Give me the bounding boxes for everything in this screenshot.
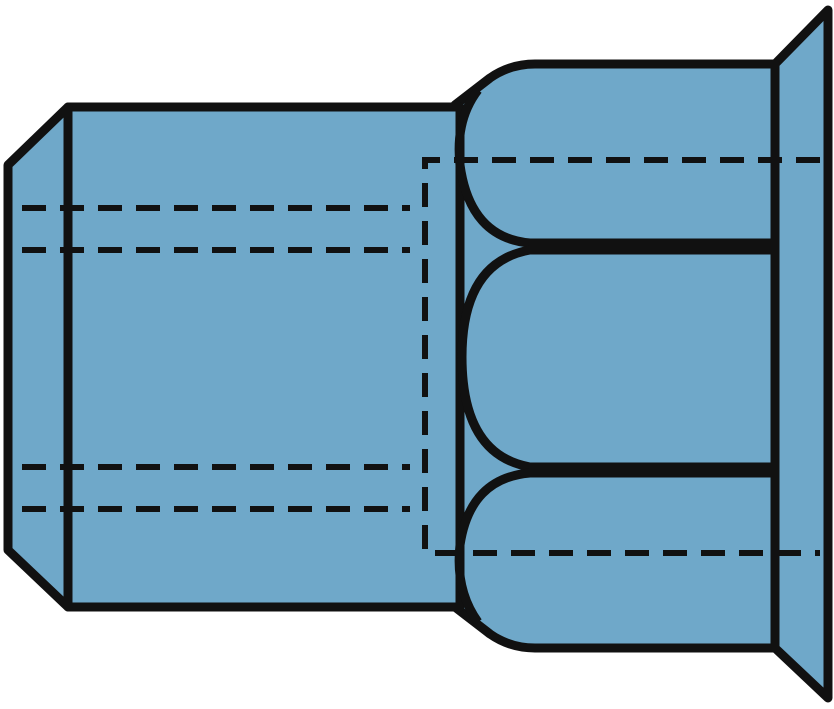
shank-body: [63, 102, 465, 612]
hex-lobe-bottom: [454, 468, 775, 625]
bore-hidden-line: [422, 157, 820, 556]
hex-lobe-middle: [457, 245, 775, 472]
chamfered-tip: [3, 102, 73, 612]
flange-head: [770, 5, 833, 703]
hex-section: [450, 59, 780, 653]
hex-lobe-top: [454, 87, 775, 248]
